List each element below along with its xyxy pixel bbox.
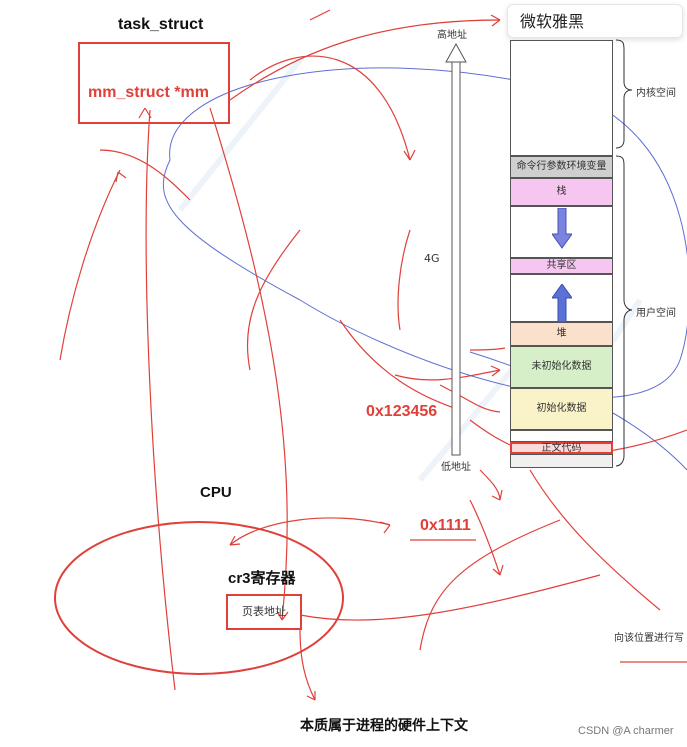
size-4g-label: 4G — [424, 252, 440, 265]
user-space-label: 用户空间 — [636, 308, 676, 319]
user-brace — [615, 155, 633, 467]
segment-bottom — [510, 454, 613, 468]
kernel-space-label: 内核空间 — [636, 88, 676, 99]
blue-loop-curve — [162, 67, 687, 399]
cpu-label: CPU — [200, 484, 232, 501]
kernel-brace — [615, 39, 633, 149]
high-address-label: 高地址 — [437, 30, 467, 41]
task-struct-title: task_struct — [118, 16, 204, 33]
segment-cmdline-env: 命令行参数环境变量 — [510, 156, 613, 178]
segment-bss: 未初始化数据 — [510, 346, 613, 388]
segment-data: 初始化数据 — [510, 388, 613, 430]
stack-down-arrow-icon — [552, 208, 572, 249]
address-0x1111: 0x1111 — [420, 517, 471, 534]
segment-heap: 堆 — [510, 322, 613, 346]
cpu-ellipse — [54, 521, 344, 675]
mm-struct-field: mm_struct *mm — [88, 84, 209, 101]
low-address-label: 低地址 — [441, 462, 471, 473]
segment-gap-3 — [510, 430, 613, 442]
segment-shared: 共享区 — [510, 258, 613, 274]
credit-watermark: CSDN @A charmer — [578, 725, 674, 737]
heap-up-arrow-icon — [552, 284, 572, 322]
caption: 本质属于进程的硬件上下文 — [300, 718, 468, 734]
kernel-space-region — [510, 40, 613, 156]
address-axis-arrow — [445, 42, 467, 456]
address-0x123456: 0x123456 — [366, 403, 438, 420]
page-table-address-box: 页表地址 — [226, 594, 302, 630]
segment-text: 正文代码 — [510, 442, 613, 454]
write-note: 向该位置进行写 — [614, 633, 684, 644]
segment-stack: 栈 — [510, 178, 613, 206]
cr3-register-label: cr3寄存器 — [228, 570, 296, 587]
font-picker-box[interactable]: 微软雅黑 — [507, 4, 683, 38]
task-struct-box — [78, 42, 230, 124]
